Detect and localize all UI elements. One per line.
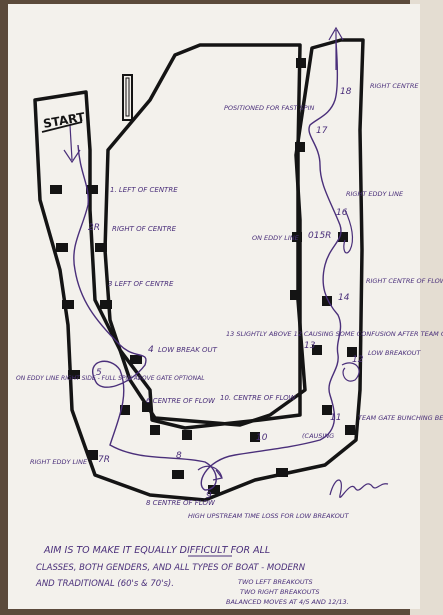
gate-13-label: 13 SLIGHTLY ABOVE 12 CAUSING SOME CONFUS… bbox=[226, 330, 443, 338]
route-arrow-down bbox=[63, 124, 81, 164]
gate-14-label: RIGHT CENTRE OF FLOW bbox=[366, 277, 443, 285]
gate-8-label: 8 CENTRE OF FLOW bbox=[146, 499, 216, 507]
gate-11-number: 11 bbox=[330, 413, 341, 423]
team-gate-causing: (CAUSING bbox=[302, 432, 334, 440]
gate-4-label: LOW BREAK OUT bbox=[158, 346, 218, 354]
gate-2-label: RIGHT OF CENTRE bbox=[112, 225, 177, 233]
footer-note-2: TWO RIGHT BREAKOUTS bbox=[240, 588, 320, 596]
route-arrow-bottom bbox=[197, 465, 224, 481]
paper-sheet bbox=[8, 4, 420, 609]
weir-structure bbox=[122, 74, 133, 121]
gate-12-number: 12 bbox=[352, 355, 364, 365]
footer-note-3: BALANCED MOVES AT 4/5 AND 12/13. bbox=[226, 598, 349, 606]
gate-4-number: 4 bbox=[148, 345, 154, 355]
gate-17-label: POSITIONED FOR FAST SPIN bbox=[224, 104, 314, 112]
gate-2-number: 2R bbox=[88, 223, 100, 233]
river-inner-island bbox=[103, 43, 307, 427]
gate-10-number: 10 bbox=[256, 433, 268, 443]
gate-1-label: 1. LEFT OF CENTRE bbox=[110, 186, 178, 194]
footer-note-1: TWO LEFT BREAKOUTS bbox=[238, 578, 313, 586]
gate-18-label: RIGHT CENTRE bbox=[370, 82, 419, 90]
gate-18-number: 18 bbox=[340, 87, 352, 97]
start-marker bbox=[41, 121, 83, 133]
signature bbox=[329, 479, 389, 498]
gate-15-label: ON EDDY LINE bbox=[252, 234, 300, 242]
footer-line-3: AND TRADITIONAL (60's & 70's). bbox=[35, 579, 174, 589]
gate-posts bbox=[50, 58, 357, 494]
gate-3-label: 3 LEFT OF CENTRE bbox=[108, 280, 174, 288]
gate-12-label: LOW BREAKOUT bbox=[368, 349, 422, 357]
right-eddy-line-note: RIGHT EDDY LINE bbox=[30, 458, 88, 466]
gate-9-number: 9 bbox=[206, 491, 212, 501]
gate-10-label: 10. CENTRE OF FLOW bbox=[220, 394, 297, 402]
gate-7-number: 7R bbox=[98, 455, 110, 465]
route-arrow-up bbox=[328, 26, 344, 70]
weir-structure-inner bbox=[125, 77, 130, 117]
gate-17-number: 17 bbox=[316, 126, 328, 136]
footer-line-1: AIM IS TO MAKE IT EQUALLY DIFFICULT FOR … bbox=[43, 545, 270, 556]
gate-5-number: 5 bbox=[96, 368, 102, 378]
gate-9-label: HIGH UPSTREAM TIME LOSS FOR LOW BREAKOUT bbox=[188, 512, 350, 520]
footer-line-2: CLASSES, BOTH GENDERS, AND ALL TYPES OF … bbox=[36, 563, 306, 573]
gate-16-number: 16 bbox=[336, 208, 348, 218]
gate-13-number: 13 bbox=[304, 341, 316, 351]
route-loop-upper bbox=[343, 209, 354, 254]
left-eddy-note: ON EDDY LINE RIGHT SIDE - FULL SPIN ABOV… bbox=[16, 375, 205, 382]
gate-8-number: 8 bbox=[176, 451, 182, 461]
route-loop-lower bbox=[341, 362, 360, 382]
paddle-route-line bbox=[73, 41, 342, 491]
gate-14-number: 14 bbox=[338, 293, 350, 303]
gate-11-label: TEAM GATE BUNCHING BEFORE UPSTREAM bbox=[358, 414, 443, 422]
gate-16-label: RIGHT EDDY LINE bbox=[346, 190, 404, 198]
gate-6-label: 6 CENTRE OF FLOW bbox=[146, 397, 216, 405]
gate-15-number: 015R bbox=[308, 231, 331, 241]
